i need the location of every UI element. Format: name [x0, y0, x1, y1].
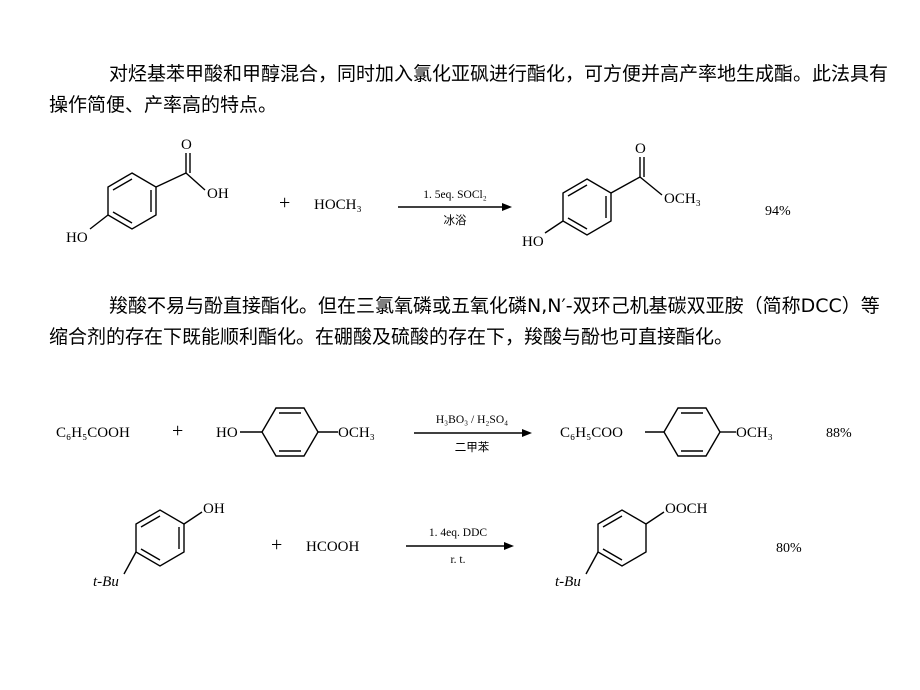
reaction1-yield: 94%	[765, 204, 791, 219]
reaction2-product-prefix: C₆H₅COO	[560, 425, 623, 441]
reaction1-reactant-benzoic-acid: O OH HO	[66, 137, 229, 246]
reaction3-condition-top: 1. 4eq. DDC	[429, 527, 487, 539]
reaction3-scheme: OH t-Bu + HCOOH 1. 4eq. DDC r. t. OOCH t…	[93, 501, 802, 590]
reaction1-product-ho: HO	[522, 234, 544, 250]
paragraph-thionyl-chloride-esterification: 对烃基苯甲酸和甲醇混合，同时加入氯化亚砜进行酯化，可方便并高产率地生成酯。此法具…	[49, 59, 889, 121]
reaction2-condition-bottom: 二甲苯	[455, 440, 490, 454]
reaction3-product-formate: OOCH t-Bu	[555, 501, 708, 590]
reaction3-plus: +	[271, 534, 282, 556]
reaction2-phenol-och3: OCH₃	[338, 425, 375, 441]
reaction3-reactant-oh: OH	[203, 501, 225, 517]
reaction1-condition-top: 1. 5eq. SOCl₂	[423, 189, 486, 201]
reaction1-arrow	[398, 203, 512, 211]
paragraph2-text: 羧酸不易与酚直接酯化。但在三氯氧磷或五氧化磷N,N′-双环己机基碳双亚胺（简称D…	[49, 295, 880, 348]
reaction1-plus: +	[279, 192, 290, 214]
reaction2-arrow	[414, 429, 532, 437]
reaction3-condition-bottom: r. t.	[450, 554, 465, 566]
reaction3-reagent-formic-acid: HCOOH	[306, 539, 360, 555]
reaction1-condition-bottom: 冰浴	[444, 214, 467, 227]
reaction1-reactant-o: O	[181, 137, 192, 153]
paragraph-phenol-esterification: 羧酸不易与酚直接酯化。但在三氯氧磷或五氧化磷N,N′-双环己机基碳双亚胺（简称D…	[49, 291, 889, 353]
reaction3-tbu-phenol: OH t-Bu	[93, 501, 225, 590]
reaction2-scheme: C₆H₅COOH + HO OCH₃ H₃BO₃ / H₂SO₄ 二甲苯 C₆H…	[56, 407, 852, 457]
reaction1-reactant-ho: HO	[66, 230, 88, 246]
reaction3-yield: 80%	[776, 541, 802, 556]
reaction2-plus: +	[172, 420, 183, 442]
reaction1-scheme: O OH HO + HOCH₃ 1. 5eq. SOCl₂ 冰浴 O OCH₃ …	[66, 137, 791, 250]
reaction2-product-ester: C₆H₅COO OCH₃	[560, 407, 773, 457]
reaction1-reagent-methanol: HOCH₃	[314, 197, 362, 213]
reaction2-benzoic-acid: C₆H₅COOH	[56, 425, 130, 441]
reaction2-condition-top: H₃BO₃ / H₂SO₄	[436, 414, 508, 426]
reaction2-product-och3: OCH₃	[736, 425, 773, 441]
reaction3-product-ooch: OOCH	[665, 501, 708, 517]
reaction1-product-o: O	[635, 141, 646, 157]
reaction1-product-methyl-ester: O OCH₃ HO	[522, 141, 701, 250]
reaction1-reactant-oh: OH	[207, 186, 229, 202]
paragraph1-text: 对烃基苯甲酸和甲醇混合，同时加入氯化亚砜进行酯化，可方便并高产率地生成酯。此法具…	[49, 63, 889, 116]
reaction2-phenol-ho: HO	[216, 425, 238, 441]
reaction3-reactant-tbu: t-Bu	[93, 574, 119, 590]
reaction2-methoxyphenol: HO OCH₃	[216, 407, 375, 457]
reaction2-yield: 88%	[826, 426, 852, 441]
reaction3-arrow	[406, 542, 514, 550]
reaction3-product-tbu: t-Bu	[555, 574, 581, 590]
reaction1-product-och3: OCH₃	[664, 191, 701, 207]
